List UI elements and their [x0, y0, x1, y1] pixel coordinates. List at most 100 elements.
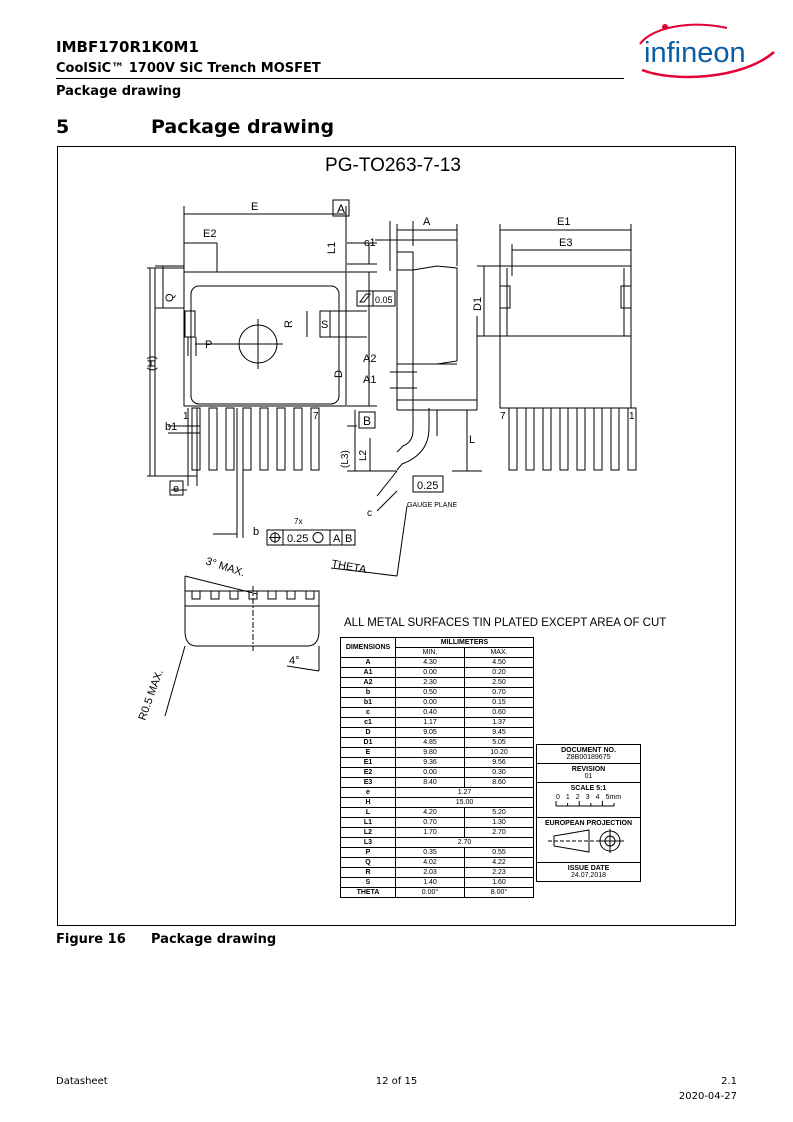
dimension-max: 2.50	[464, 677, 534, 688]
dimension-min: 4.20	[395, 807, 465, 818]
detail-view	[164, 575, 320, 717]
infineon-logo: infineon	[639, 23, 775, 79]
dimension-min: 0.00	[395, 767, 465, 778]
dimension-max: 8.60	[464, 777, 534, 788]
plating-note: ALL METAL SURFACES TIN PLATED EXCEPT ARE…	[344, 617, 666, 629]
scale-tick: 5mm	[605, 794, 622, 801]
label-e: E	[251, 201, 258, 213]
dimension-min: 4.30	[395, 657, 465, 668]
dimension-max: 0.20	[464, 667, 534, 678]
dimension-max: 5.20	[464, 807, 534, 818]
footer-doc-type: Datasheet	[56, 1076, 108, 1087]
footer-revision: 2.1	[721, 1076, 737, 1087]
dimension-max: 0.60	[464, 707, 534, 718]
figure-number: Figure 16	[56, 932, 126, 947]
dimension-max: 0.15	[464, 697, 534, 708]
dimension-name: E3	[340, 777, 396, 788]
dimension-name: R	[340, 867, 396, 878]
gauge-plane-label: GAUGE PLANE	[407, 502, 458, 509]
label-pin-7-bottom: 7	[500, 411, 506, 422]
dimension-min: 0.40	[395, 707, 465, 718]
tolerance-value: 0.25	[287, 533, 308, 545]
dimension-name: E2	[340, 767, 396, 778]
dimension-min: 1.17	[395, 717, 465, 728]
datum-ref-a: A	[333, 533, 341, 545]
header-section-name: Package drawing	[56, 84, 182, 99]
dimension-name: H	[340, 797, 396, 808]
dimension-name: L	[340, 807, 396, 818]
label-q: Q	[164, 293, 176, 302]
dimension-max: 1.60	[464, 877, 534, 888]
label-pin-1: 1	[183, 411, 189, 422]
dimension-name: L1	[340, 817, 396, 828]
label-e3: E3	[559, 237, 572, 249]
scale-label: SCALE 5:1	[570, 785, 607, 792]
dimension-max: 5.05	[464, 737, 534, 748]
flatness-icon	[359, 293, 371, 303]
issue-date-label: ISSUE DATE	[567, 865, 610, 872]
front-view-leads	[168, 407, 320, 538]
dimension-name: e	[340, 787, 396, 798]
document-subtitle: CoolSiC™ 1700V SiC Trench MOSFET	[56, 61, 321, 76]
logo-text: infineon	[644, 37, 746, 69]
dimension-min: 0.50	[395, 687, 465, 698]
dimension-min: 1.70	[395, 827, 465, 838]
label-a2: A2	[363, 353, 376, 365]
scale-tick: 4	[595, 794, 600, 801]
dimension-min: 0.35	[395, 847, 465, 858]
table-header-max: MAX.	[464, 647, 534, 658]
mmc-icon	[312, 532, 324, 543]
dimension-name: E1	[340, 757, 396, 768]
dimension-max: 2.23	[464, 867, 534, 878]
dimension-min: 1.40	[395, 877, 465, 888]
dimension-name: c1	[340, 717, 396, 728]
label-d: D	[333, 370, 345, 378]
label-c: c	[367, 508, 372, 519]
dimension-min: 9.80	[395, 747, 465, 758]
dimension-max: 9.56	[464, 757, 534, 768]
dimension-name: D1	[340, 737, 396, 748]
scale-tick: 1	[565, 794, 570, 801]
side-view	[347, 221, 482, 512]
figure-title: Package drawing	[151, 932, 277, 947]
label-h: (H)	[146, 356, 158, 371]
label-e1: E1	[557, 216, 570, 228]
dimension-max: 10.20	[464, 747, 534, 758]
label-l: L	[469, 434, 475, 446]
dimension-nominal: 1.27	[395, 787, 534, 798]
label-r: R	[283, 320, 295, 328]
dimension-max: 0.30	[464, 767, 534, 778]
header-divider	[56, 78, 624, 79]
projection-label: EUROPEAN PROJECTION	[544, 820, 633, 827]
label-d1: D1	[472, 297, 484, 311]
dimension-name: E	[340, 747, 396, 758]
doc-no-label: DOCUMENT NO.	[561, 747, 616, 754]
dimension-min: 0.00	[395, 697, 465, 708]
dimension-min: 0.00	[395, 667, 465, 678]
label-p: P	[205, 339, 212, 351]
label-l2: L2	[358, 449, 369, 461]
dimension-name: c	[340, 707, 396, 718]
footer-page-number: 12 of 15	[375, 1076, 418, 1087]
doc-no-value: Z8B00189675	[566, 754, 611, 761]
dimension-min: 0.70	[395, 817, 465, 828]
dimension-max: 4.50	[464, 657, 534, 668]
dimension-name: b1	[340, 697, 396, 708]
label-4deg: 4°	[289, 655, 300, 667]
dimension-name: Q	[340, 857, 396, 868]
label-a1: A1	[363, 374, 376, 386]
